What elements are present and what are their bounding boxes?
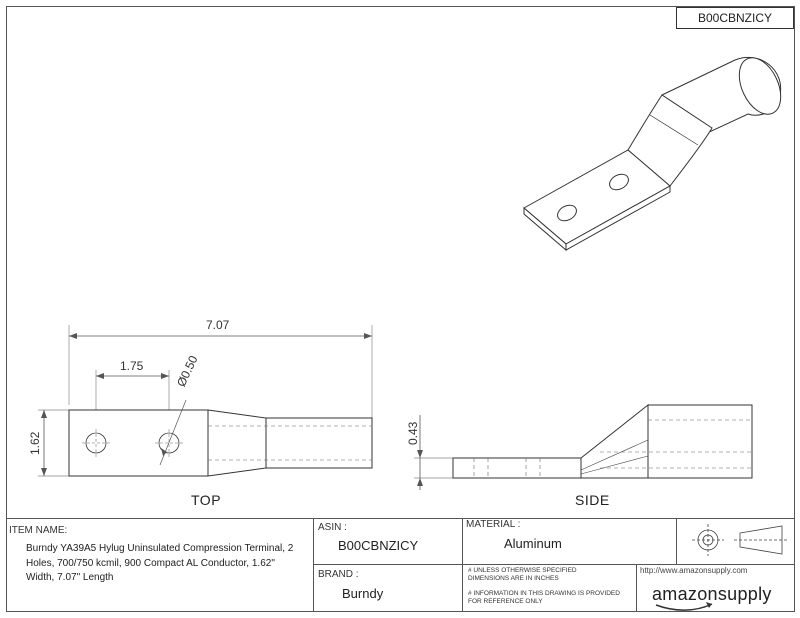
dim-hole-spacing: 1.75: [120, 359, 144, 373]
dim-length: 7.07: [206, 318, 230, 332]
logo-smile: [655, 603, 713, 611]
dim-thickness: 0.43: [406, 421, 420, 445]
logo-arrow: [706, 602, 712, 608]
asin-header: ASIN :: [318, 522, 347, 533]
supplier-logo: amazonsupply: [652, 584, 772, 604]
side-view: [414, 403, 753, 490]
projection-symbol: [692, 524, 788, 556]
brand-header: BRAND :: [318, 569, 359, 580]
asin-value: B00CBNZICY: [338, 538, 419, 553]
title-block-lines: [6, 518, 794, 612]
part-number-box: B00CBNZICY: [676, 7, 794, 29]
note-inches: # UNLESS OTHERWISE SPECIFIED DIMENSIONS …: [468, 567, 577, 582]
top-view: [38, 325, 373, 477]
supplier-url: http://www.amazonsupply.com: [640, 566, 748, 575]
brand-value: Burndy: [342, 586, 384, 601]
note-reference: # INFORMATION IN THIS DRAWING IS PROVIDE…: [468, 590, 620, 605]
top-view-label: TOP: [191, 492, 222, 508]
material-header: MATERIAL :: [466, 519, 521, 530]
side-view-label: SIDE: [575, 492, 610, 508]
isometric-view: [523, 56, 782, 252]
item-name-header: ITEM NAME:: [9, 525, 68, 536]
item-name: Burndy YA39A5 Hylug Uninsulated Compress…: [26, 543, 294, 583]
sheet-border: [6, 6, 795, 612]
material-value: Aluminum: [504, 536, 562, 551]
dim-width: 1.62: [28, 431, 42, 455]
